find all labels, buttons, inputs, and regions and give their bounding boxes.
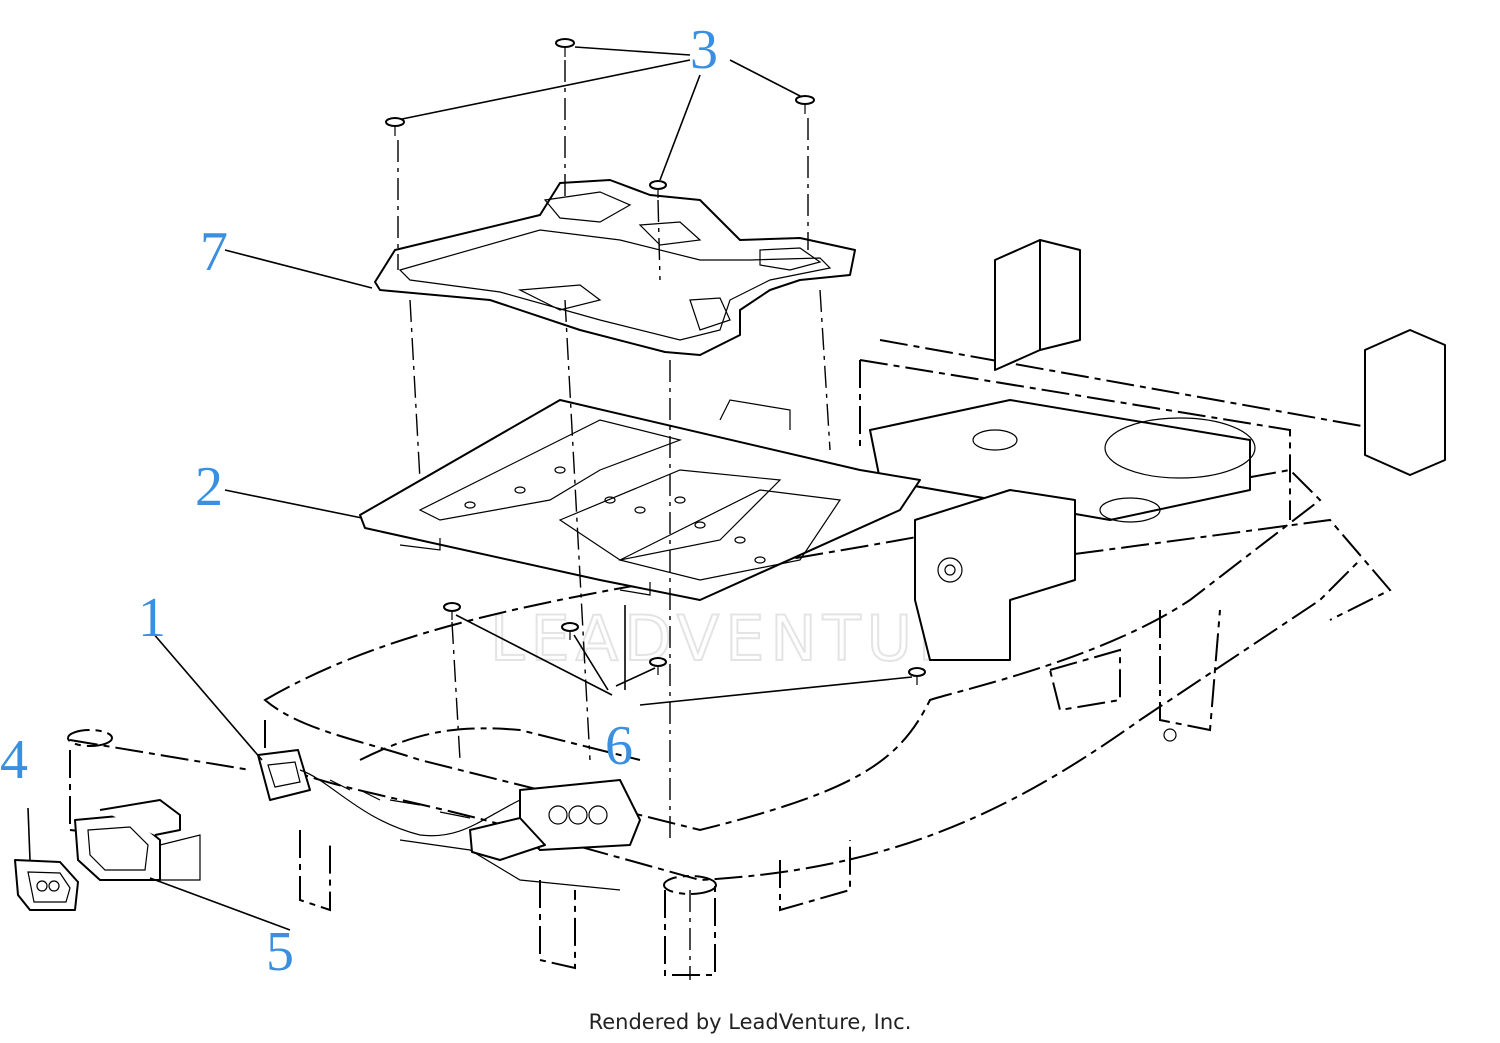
callout-5: 5 xyxy=(266,921,294,983)
screw-icon xyxy=(795,95,815,114)
screws-6 xyxy=(443,602,926,685)
seat-mat xyxy=(374,179,856,356)
alignment-lines xyxy=(397,60,831,980)
callout-6: 6 xyxy=(605,715,633,777)
screw-icon xyxy=(561,622,579,640)
callout-2: 2 xyxy=(195,456,223,518)
screws-3 xyxy=(385,38,815,198)
screw-icon xyxy=(908,667,926,685)
chassis-frame xyxy=(67,339,1441,976)
screw-icon xyxy=(555,38,575,57)
footer-credit: Rendered by LeadVenture, Inc. xyxy=(588,1010,912,1034)
lens-4 xyxy=(14,859,79,911)
screw-icon xyxy=(649,657,667,675)
light-module xyxy=(329,779,641,891)
seat-plate xyxy=(359,399,921,601)
seat-plate-holes xyxy=(464,466,766,564)
screw-icon xyxy=(649,180,667,198)
screw-icon xyxy=(385,117,405,136)
callout-7: 7 xyxy=(200,221,228,283)
leader-lines xyxy=(27,46,913,931)
screw-icon xyxy=(443,602,461,620)
callout-1: 1 xyxy=(138,587,166,649)
connector-1 xyxy=(257,749,521,837)
housing-5 xyxy=(74,799,201,881)
rear-deck xyxy=(869,239,1446,661)
callout-3: 3 xyxy=(690,19,718,81)
callout-4: 4 xyxy=(0,729,28,791)
